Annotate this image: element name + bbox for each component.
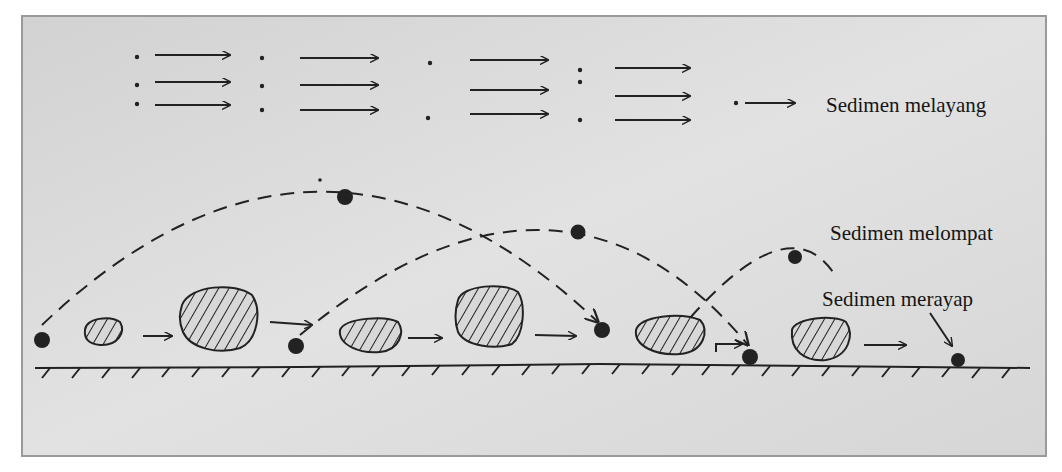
creeping-rocks xyxy=(85,286,850,360)
type-label: Sedimen melompat xyxy=(830,222,993,245)
type-label: Sedimen melayang xyxy=(826,94,986,117)
type-label: Sedimen merayap xyxy=(822,288,973,311)
suspended-particles xyxy=(135,55,738,122)
ground-surface xyxy=(35,364,1030,378)
creep-arrows xyxy=(143,313,952,352)
ground-particles xyxy=(34,322,965,367)
saltation-paths xyxy=(42,192,835,345)
saltating-particles xyxy=(318,178,802,264)
suspended-flow-arrows xyxy=(155,55,795,120)
photo-panel xyxy=(22,16,1046,456)
